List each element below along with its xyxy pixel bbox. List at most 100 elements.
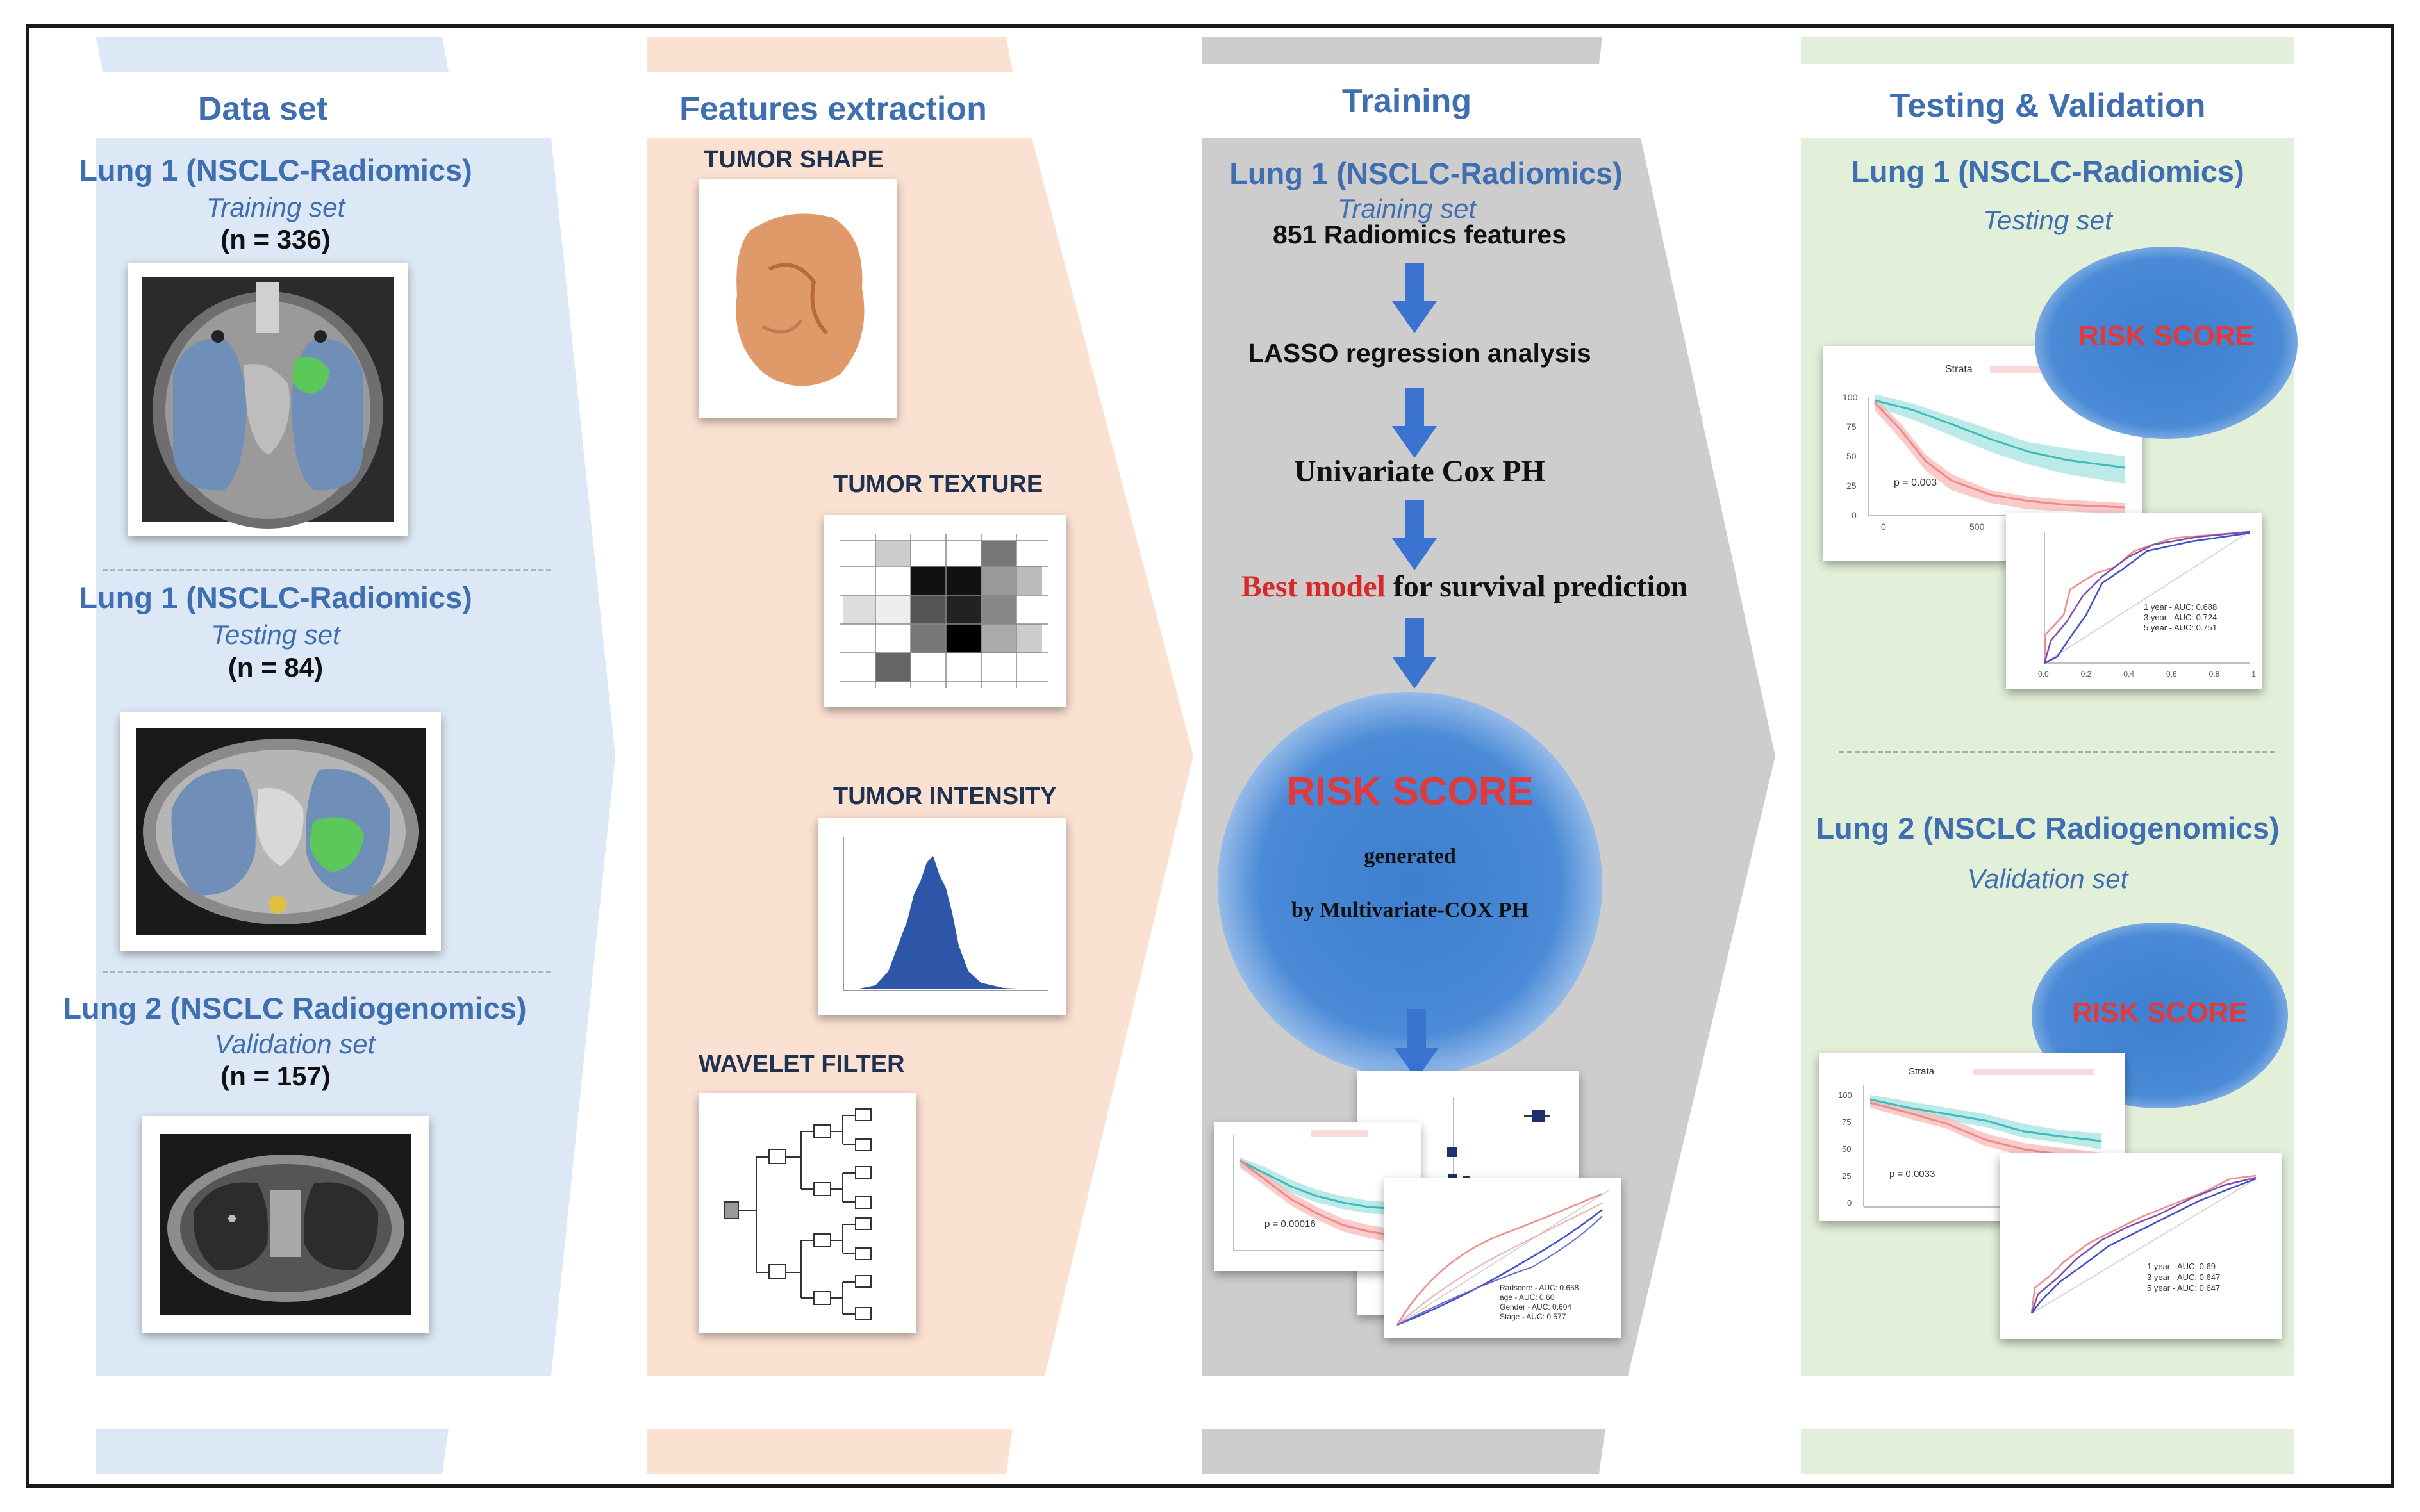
validation-km-ytick-75: 75 xyxy=(1842,1117,1852,1127)
testing-roc-xtick-2: 0.2 xyxy=(2080,670,2092,678)
testing-km-strata: Strata xyxy=(1945,364,1973,375)
dataset-divider-2 xyxy=(103,971,551,973)
feature-label-wavelet: WAVELET FILTER xyxy=(699,1051,905,1078)
feature-label-shape: TUMOR SHAPE xyxy=(704,146,884,173)
training-risk-generated: generated xyxy=(1364,844,1456,868)
col3-bottom-tab xyxy=(1202,1429,1605,1474)
dataset-group3-n: (n = 157) xyxy=(220,1061,331,1091)
testing-title: Testing & Validation xyxy=(1889,87,2206,124)
testing-group2: Lung 2 (NSCLC Radiogenomics) xyxy=(1816,811,2280,845)
best-model-rest: for survival prediction xyxy=(1385,570,1688,604)
arrow-down-5 xyxy=(1394,1009,1439,1080)
col3-top-tab xyxy=(1202,37,1602,64)
training-title: Training xyxy=(1341,83,1472,120)
validation-roc-legend-1: 1 year - AUC: 0.69 xyxy=(2147,1261,2216,1271)
testing-group1: Lung 1 (NSCLC-Radiomics) xyxy=(1851,154,2244,188)
testing-risk-label-1: RISK SCORE xyxy=(2078,320,2254,352)
testing-roc-xtick-1: 0.0 xyxy=(2038,670,2049,678)
dataset-group3-set: Validation set xyxy=(214,1029,376,1059)
testing-km-xtick-500: 500 xyxy=(1969,522,1985,532)
validation-km-ytick-0: 0 xyxy=(1847,1198,1852,1208)
testing-roc-plot: 1 year - AUC: 0.688 3 year - AUC: 0.724 … xyxy=(2006,513,2262,689)
col2-bottom-tab xyxy=(647,1429,1013,1474)
col1-bottom-tab xyxy=(96,1429,449,1474)
testing-roc-legend-1: 1 year - AUC: 0.688 xyxy=(2144,602,2217,612)
training-set: Training set xyxy=(1337,193,1477,224)
testing-risk-label-2: RISK SCORE xyxy=(2072,997,2248,1028)
validation-roc-legend-3: 5 year - AUC: 0.647 xyxy=(2147,1283,2221,1293)
training-group: Lung 1 (NSCLC-Radiomics) xyxy=(1229,156,1623,190)
testing-roc-legend-2: 3 year - AUC: 0.724 xyxy=(2144,612,2217,622)
testing-roc-xtick-5: 0.8 xyxy=(2209,670,2220,678)
testing-km-xtick-0: 0 xyxy=(1881,522,1886,532)
col2-body xyxy=(647,138,1193,1376)
training-roc-legend: Radscore - AUC: 0.658 age - AUC: 0.60 Ge… xyxy=(1500,1283,1579,1322)
arrow-down-1 xyxy=(1392,263,1437,333)
testing-km-ytick-75: 75 xyxy=(1846,422,1857,432)
validation-km-ytick-50: 50 xyxy=(1842,1144,1852,1154)
wavelet-filter-diagram xyxy=(699,1093,916,1333)
dataset-group2-set: Testing set xyxy=(211,620,340,650)
validation-roc-plot: 1 year - AUC: 0.69 3 year - AUC: 0.647 5… xyxy=(2000,1153,2282,1339)
testing-km-p: p = 0.003 xyxy=(1894,477,1937,488)
testing-roc-xticks: 0.0 0.2 0.4 0.6 0.8 1 xyxy=(2038,670,2256,678)
tumor-texture-image xyxy=(824,515,1066,707)
testing-km-ytick-100: 100 xyxy=(1843,392,1858,402)
tumor-intensity-histogram xyxy=(818,818,1066,1015)
training-step-lasso: LASSO regression analysis xyxy=(1248,338,1591,368)
feature-label-intensity: TUMOR INTENSITY xyxy=(833,783,1057,810)
testing-roc-legend-3: 5 year - AUC: 0.751 xyxy=(2144,623,2217,632)
best-model-highlight: Best model xyxy=(1241,570,1386,604)
arrow-down-4 xyxy=(1392,618,1437,689)
feature-label-texture: TUMOR TEXTURE xyxy=(833,471,1043,498)
training-roc-legend-1: Radscore - AUC: 0.658 xyxy=(1500,1283,1579,1292)
testing-roc-xtick-4: 0.6 xyxy=(2166,670,2177,678)
training-risk-score-label: RISK SCORE xyxy=(1286,769,1534,814)
validation-km-ytick-25: 25 xyxy=(1842,1171,1852,1181)
training-best-model: Best model for survival prediction xyxy=(1202,569,1727,604)
testing-risk-circle-1 xyxy=(2035,247,2298,439)
dataset-group1-name: Lung 1 (NSCLC-Radiomics) xyxy=(79,153,472,187)
tumor-shape-image xyxy=(699,179,897,418)
dataset-group2-n: (n = 84) xyxy=(228,652,324,682)
validation-roc-legend: 1 year - AUC: 0.69 3 year - AUC: 0.647 5… xyxy=(2147,1261,2220,1294)
testing-roc-legend: 1 year - AUC: 0.688 3 year - AUC: 0.724 … xyxy=(2144,602,2217,633)
training-step-features: 851 Radiomics features xyxy=(1272,220,1567,249)
testing-roc-xtick-6: 1 xyxy=(2251,670,2256,678)
features-title: Features extraction xyxy=(679,90,987,127)
training-roc-plot: Radscore - AUC: 0.658 age - AUC: 0.60 Ge… xyxy=(1384,1178,1621,1338)
validation-km-strata: Strata xyxy=(1909,1066,1935,1077)
dataset-divider-1 xyxy=(103,569,551,571)
testing-km-ytick-25: 25 xyxy=(1846,481,1857,491)
training-km-p: p = 0.00016 xyxy=(1264,1219,1316,1229)
validation-roc-legend-2: 3 year - AUC: 0.647 xyxy=(2147,1272,2221,1282)
arrow-down-3 xyxy=(1392,500,1437,570)
arrow-down-2 xyxy=(1392,388,1437,458)
dataset-title: Data set xyxy=(197,90,328,127)
ct-validation-image xyxy=(142,1116,429,1333)
training-roc-legend-4: Stage - AUC: 0.577 xyxy=(1500,1312,1566,1321)
col4-bottom-tab xyxy=(1801,1429,2294,1474)
training-roc-legend-2: age - AUC: 0.60 xyxy=(1500,1293,1555,1302)
dataset-group2-name: Lung 1 (NSCLC-Radiomics) xyxy=(79,580,472,614)
ct-coronal-image xyxy=(128,263,408,536)
dataset-group3-name: Lung 2 (NSCLC Radiogenomics) xyxy=(63,991,527,1025)
testing-km-ytick-0: 0 xyxy=(1852,510,1857,520)
testing-roc-xtick-3: 0.4 xyxy=(2123,670,2134,678)
testing-km-ytick-50: 50 xyxy=(1846,451,1857,461)
figure-frame xyxy=(26,24,2394,1488)
dataset-group1-n: (n = 336) xyxy=(220,224,331,254)
col4-top-tab xyxy=(1801,37,2294,64)
testing-set1: Testing set xyxy=(1983,205,2112,235)
training-risk-method: by Multivariate-COX PH xyxy=(1291,898,1529,922)
training-step-cox: Univariate Cox PH xyxy=(1294,454,1545,488)
training-roc-legend-3: Gender - AUC: 0.604 xyxy=(1500,1302,1572,1311)
testing-set2: Validation set xyxy=(1967,864,2128,894)
ct-axial-image xyxy=(120,712,441,951)
validation-km-ytick-100: 100 xyxy=(1838,1090,1852,1100)
validation-km-p: p = 0.0033 xyxy=(1889,1169,1935,1179)
dataset-group1-set: Training set xyxy=(206,192,345,222)
col2-top-tab xyxy=(647,37,1013,72)
col1-top-tab xyxy=(96,37,449,72)
testing-divider xyxy=(1839,751,2275,753)
